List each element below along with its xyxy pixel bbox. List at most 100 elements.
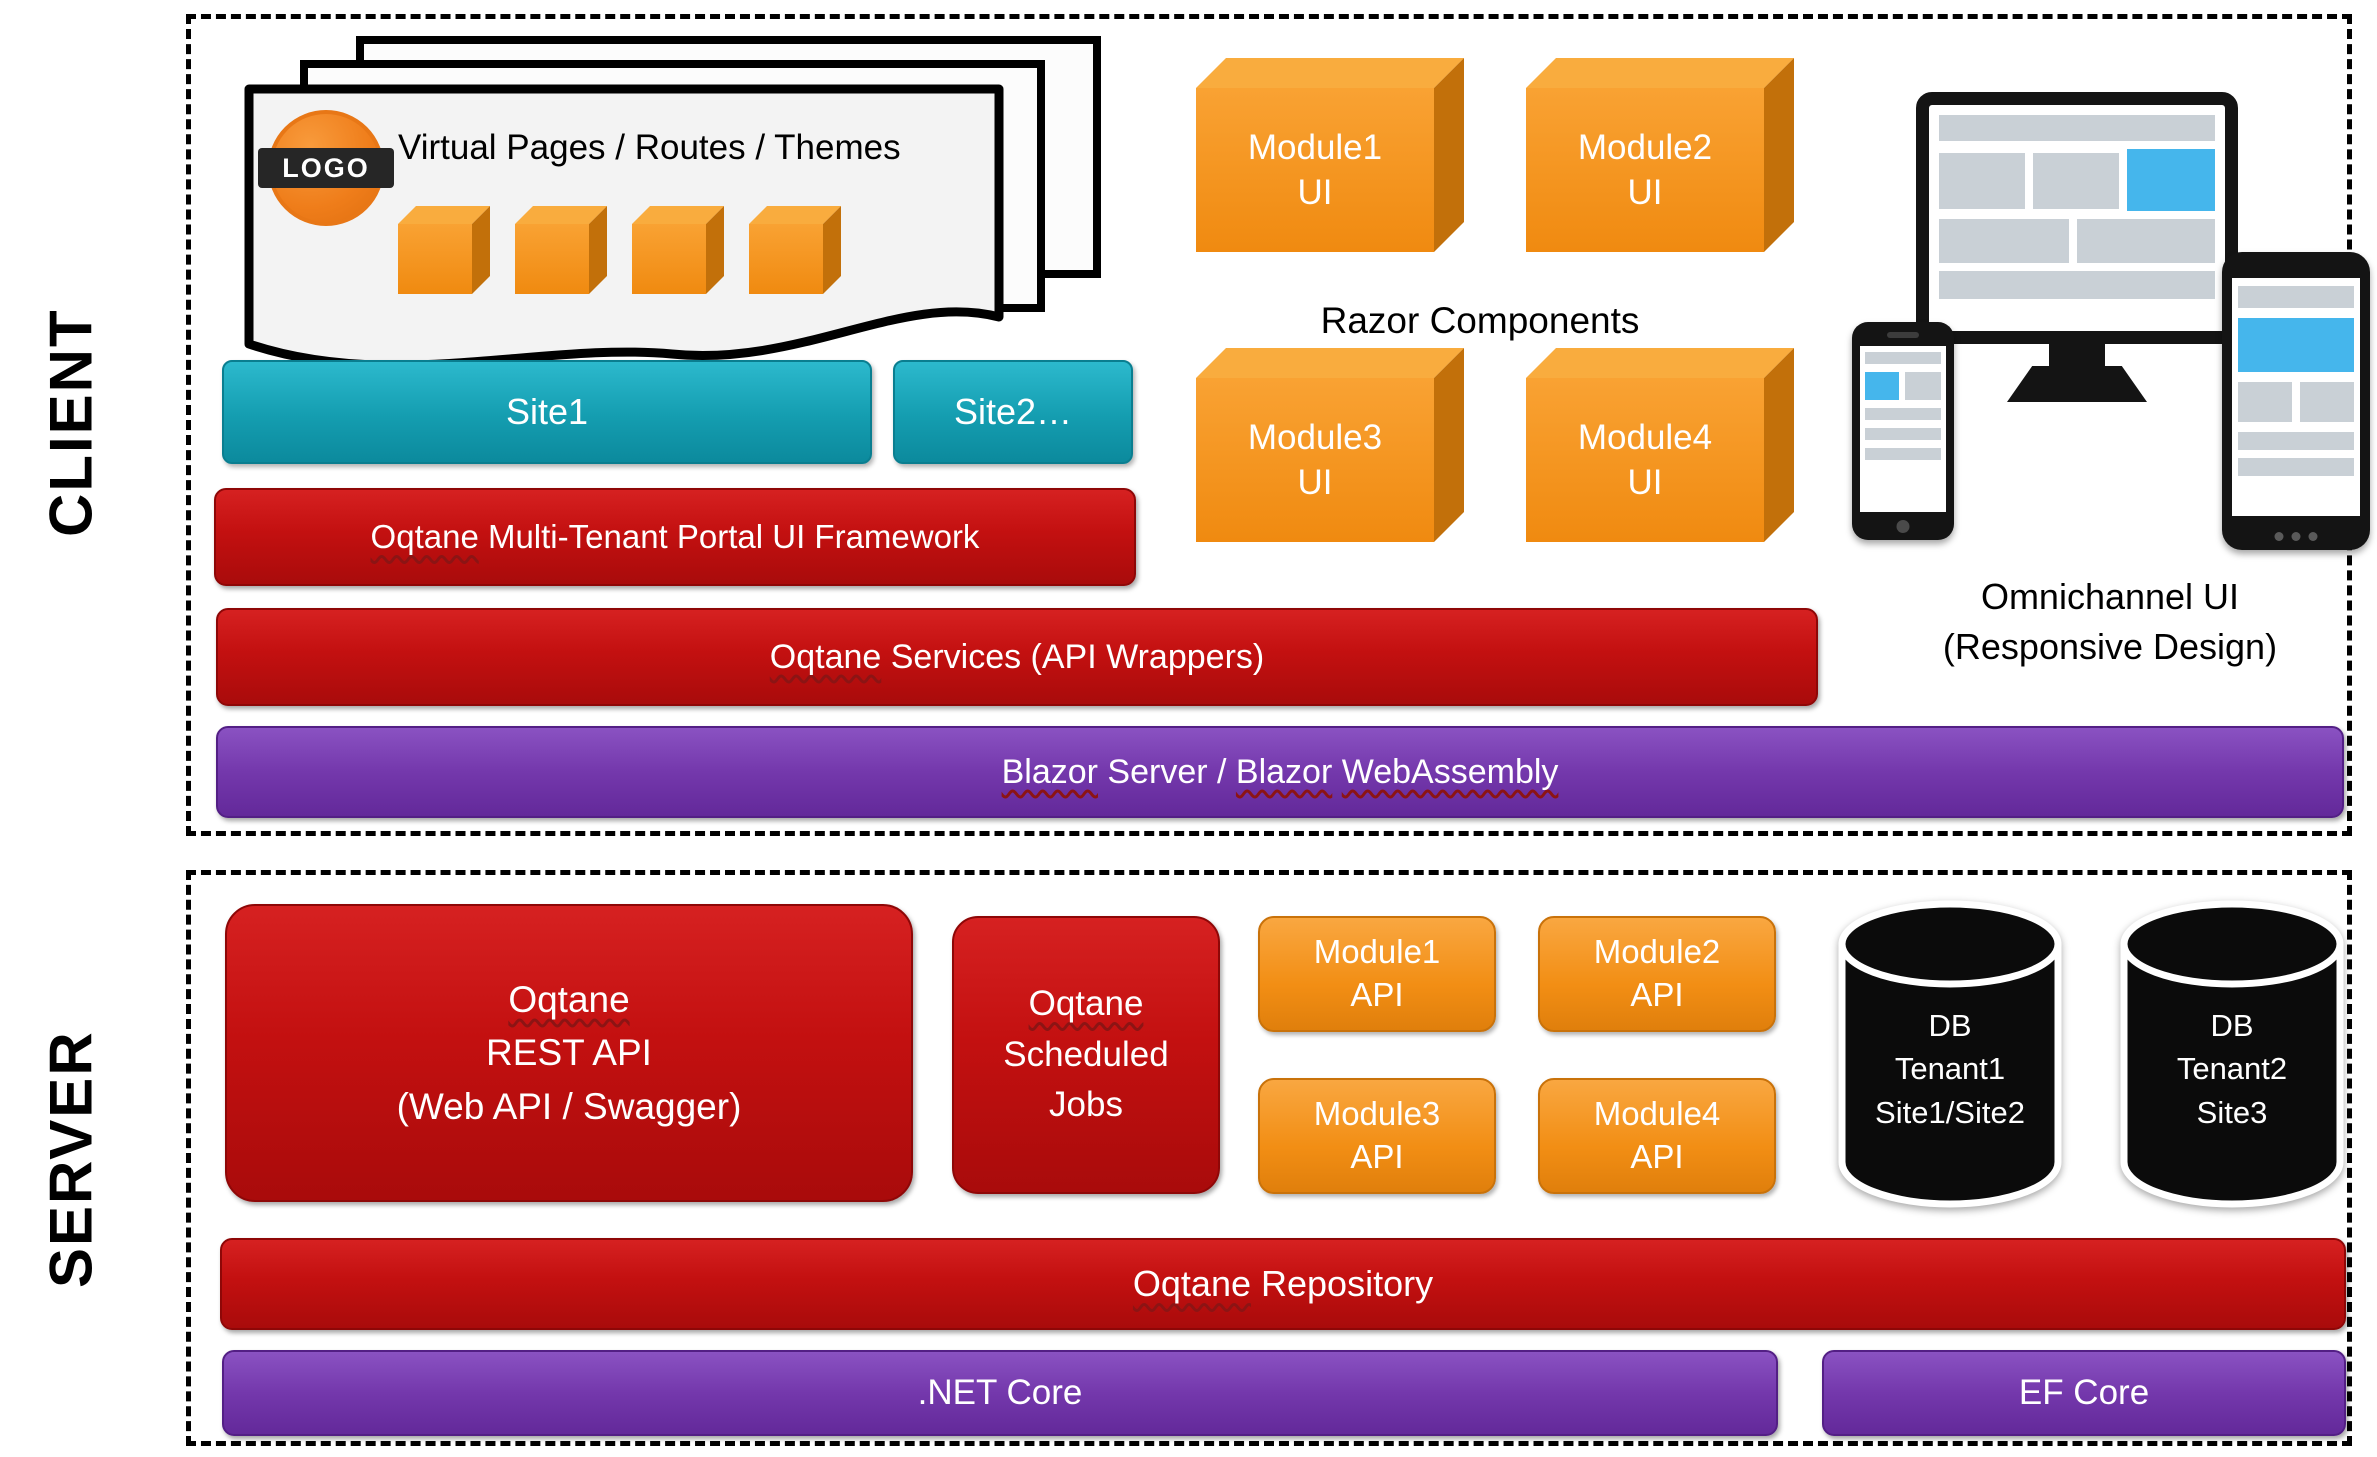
module1-ui-line1: Module1 xyxy=(1247,127,1383,167)
module4-api-line2: API xyxy=(1630,1138,1684,1175)
module1-api-line2: API xyxy=(1350,976,1404,1013)
screen-block xyxy=(1865,448,1941,460)
module4-ui-box: Module4 UI xyxy=(1526,348,1794,542)
module2-ui-box-side xyxy=(1764,58,1794,252)
client-section-label: CLIENT xyxy=(37,308,105,538)
ef-core-label: EF Core xyxy=(2018,1373,2150,1412)
db1-line1: DB xyxy=(1928,1008,1972,1043)
monitor-stand-neck xyxy=(2049,344,2105,366)
server-section-label: SERVER xyxy=(37,1030,105,1288)
portal-framework-label: Oqtane Multi-Tenant Portal UI Framework xyxy=(370,518,980,555)
omnichannel-label: Omnichannel UI (Responsive Design) xyxy=(1850,572,2370,673)
tablet-buttons xyxy=(2274,532,2318,541)
razor-components-label: Razor Components xyxy=(1320,300,1640,341)
site1-box: Site1 xyxy=(222,360,872,464)
module3-ui-line1: Module3 xyxy=(1247,417,1383,457)
module2-api-line1: Module2 xyxy=(1593,933,1721,971)
oqtane-services-label: Oqtane Services (API Wrappers) xyxy=(769,637,1265,676)
rest-api-line3: (Web API / Swagger) xyxy=(396,1085,742,1127)
screen-block xyxy=(1865,408,1941,420)
module1-api-box: Module1 API xyxy=(1258,916,1496,1032)
module2-api-box: Module2 API xyxy=(1538,916,1776,1032)
blazor-label: Blazor Server / Blazor WebAssembly xyxy=(1001,752,1559,791)
screen-block-blue xyxy=(1865,372,1899,400)
ef-core-bar: EF Core xyxy=(1822,1350,2346,1436)
portal-framework-bar: Oqtane Multi-Tenant Portal UI Framework xyxy=(214,488,1136,586)
screen-block xyxy=(1939,219,2069,263)
scheduled-jobs-box: Oqtane Scheduled Jobs xyxy=(952,916,1220,1194)
repository-bar: Oqtane Repository xyxy=(220,1238,2346,1330)
module3-api-box: Module3 API xyxy=(1258,1078,1496,1194)
screen-block-blue xyxy=(2238,318,2354,372)
module3-ui-box-side xyxy=(1434,348,1464,542)
screen-block xyxy=(2077,219,2215,263)
screen-block xyxy=(2300,382,2354,422)
screen-block xyxy=(2238,286,2354,308)
omnichannel-line2: (Responsive Design) xyxy=(1942,626,2278,668)
site2-label: Site2… xyxy=(953,391,1073,432)
site1-label: Site1 xyxy=(505,391,589,432)
oqtane-services-bar: Oqtane Services (API Wrappers) xyxy=(216,608,1818,706)
screen-block xyxy=(1939,271,2215,299)
monitor-stand-base xyxy=(2007,366,2147,402)
module2-ui-box-top xyxy=(1526,58,1794,88)
db-tenant1-cylinder: DB Tenant1 Site1/Site2 xyxy=(1832,896,2068,1216)
screen-block xyxy=(2033,153,2119,209)
rest-api-box: Oqtane REST API (Web API / Swagger) xyxy=(225,904,913,1202)
db2-line1: DB xyxy=(2210,1008,2254,1043)
module3-api-line2: API xyxy=(1350,1138,1404,1175)
module1-ui-box-side xyxy=(1434,58,1464,252)
dotnet-core-label: .NET Core xyxy=(917,1373,1083,1412)
module4-api-box: Module4 API xyxy=(1538,1078,1776,1194)
omnichannel-line1: Omnichannel UI xyxy=(1980,576,2240,617)
tablet-icon xyxy=(2222,252,2370,550)
module1-api-line1: Module1 xyxy=(1313,933,1441,971)
module2-ui-box: Module2 UI xyxy=(1526,58,1794,252)
module2-ui-box-front: Module2 UI xyxy=(1526,88,1764,252)
screen-block xyxy=(1905,372,1941,400)
module4-api-line1: Module4 xyxy=(1593,1095,1721,1133)
phone-icon xyxy=(1852,322,1954,540)
phone-screen xyxy=(1860,346,1946,512)
repository-label: Oqtane Repository xyxy=(1132,1263,1434,1304)
logo-banner: LOGO xyxy=(258,148,394,188)
dotnet-core-bar: .NET Core xyxy=(222,1350,1778,1436)
site2-box: Site2… xyxy=(893,360,1133,464)
scheduled-jobs-line3: Jobs xyxy=(1049,1085,1123,1125)
monitor-icon xyxy=(1916,92,2238,344)
module3-ui-line2: UI xyxy=(1297,463,1333,502)
db-tenant1-text: DB Tenant1 Site1/Site2 xyxy=(1832,1004,2068,1134)
screen-block xyxy=(2238,382,2292,422)
module2-ui-line1: Module2 xyxy=(1577,127,1713,167)
module3-ui-box-top xyxy=(1196,348,1464,378)
screen-block xyxy=(1939,153,2025,209)
module3-ui-box-front: Module3 UI xyxy=(1196,378,1434,542)
rest-api-line2: REST API xyxy=(486,1032,652,1074)
module4-ui-box-top xyxy=(1526,348,1794,378)
module4-ui-line2: UI xyxy=(1627,463,1663,502)
db-tenant2-text: DB Tenant2 Site3 xyxy=(2114,1004,2350,1134)
screen-block xyxy=(1865,352,1941,364)
module2-api-line2: API xyxy=(1630,976,1684,1013)
screen-block xyxy=(2238,432,2354,450)
cube-icon xyxy=(398,206,490,294)
module4-ui-line1: Module4 xyxy=(1577,417,1713,457)
db-tenant2-cylinder: DB Tenant2 Site3 xyxy=(2114,896,2350,1216)
db1-line2: Tenant1 xyxy=(1894,1051,2006,1087)
cube-icon xyxy=(749,206,841,294)
module1-ui-box-top xyxy=(1196,58,1464,88)
module4-ui-box-front: Module4 UI xyxy=(1526,378,1764,542)
module3-ui-box: Module3 UI xyxy=(1196,348,1464,542)
module1-ui-box-front: Module1 UI xyxy=(1196,88,1434,252)
cube-icon xyxy=(632,206,724,294)
db1-line3: Site1/Site2 xyxy=(1875,1094,2025,1130)
module1-ui-box: Module1 UI xyxy=(1196,58,1464,252)
db2-line3: Site3 xyxy=(2196,1094,2268,1130)
screen-block xyxy=(1939,115,2215,141)
screen-block xyxy=(2238,458,2354,476)
tablet-screen xyxy=(2232,278,2360,516)
screen-block-blue xyxy=(2127,149,2215,211)
logo-badge: LOGO xyxy=(258,110,394,226)
phone-speaker xyxy=(1887,332,1919,338)
